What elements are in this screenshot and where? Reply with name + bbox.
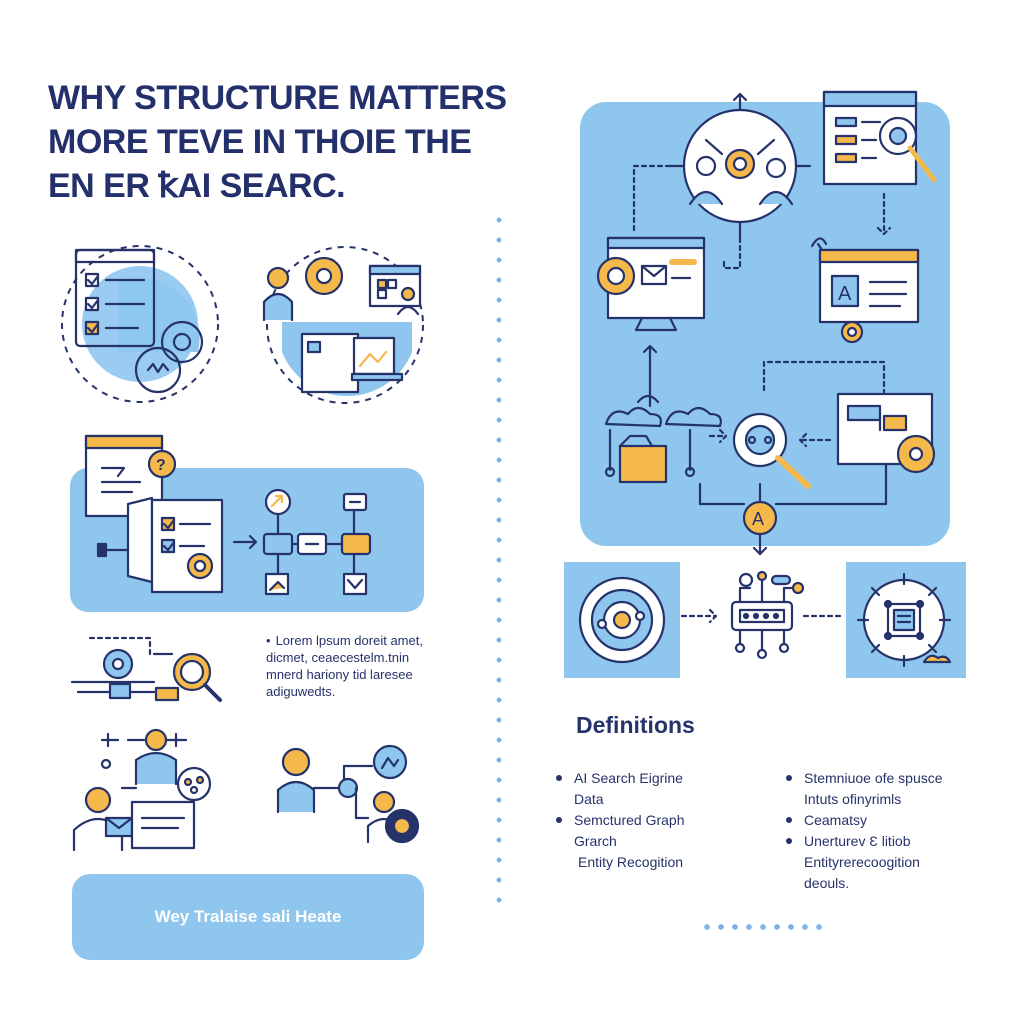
definition-item: Semctured Graph Grarch Entity Recogition: [556, 810, 756, 873]
lorem-paragraph: •Lorem lpsum doreit amet, dicmet, ceaece…: [266, 632, 466, 700]
people-collaboration-illustration: [72, 728, 212, 852]
definitions-left-list: AI Search Eigrine Data Semctured Graph G…: [556, 768, 756, 873]
definitions-right-list: Stemniuoe ofe spusce Intuts ofinyrimls C…: [786, 768, 996, 894]
ai-search-flow-diagram: A A: [596, 90, 937, 556]
analysis-illustration: [70, 636, 222, 702]
paragraph-line-2: dicmet, ceaecestelm.tnin: [266, 650, 410, 665]
paragraph-line-1: •Lorem lpsum doreit amet,: [266, 633, 423, 648]
definition-item: Stemniuoe ofe spusce Intuts ofinyrimls: [786, 768, 996, 810]
paragraph-line-3: mnerd hariony tid laresee: [266, 667, 413, 682]
circuit-chip-icon: [680, 570, 846, 660]
vertical-divider: [492, 210, 506, 910]
target-icon: [578, 576, 666, 664]
definition-item: AI Search Eigrine Data: [556, 768, 756, 810]
definitions-heading: Definitions: [576, 712, 695, 738]
svg-text:A: A: [752, 509, 764, 529]
definition-item: Ceamatsy: [786, 810, 996, 831]
title-line-1: WHY STRUCTURE MATTERS: [48, 79, 507, 117]
svg-text:?: ?: [156, 457, 166, 474]
document-frame-icon: [856, 572, 952, 668]
horizontal-divider: [700, 920, 826, 934]
page-title: WHY STRUCTURE MATTERS MORE TEVE IN THOIE…: [48, 76, 518, 208]
title-line-3: EN ER ꝁAI SEARC.: [48, 167, 346, 205]
workflow-illustration: ?: [84, 434, 372, 596]
checklist-gears-illustration: [61, 245, 219, 403]
svg-text:A: A: [838, 283, 852, 305]
team-collaboration-illustration: [262, 246, 424, 404]
cta-button[interactable]: Wey Tralaise sali Heate: [72, 874, 424, 960]
user-network-illustration: [276, 744, 420, 844]
paragraph-line-4: adiguwedts.: [266, 684, 336, 699]
definition-item: Unerturev Ɛ litiob Entityrerecoogition d…: [786, 831, 996, 894]
title-line-2: MORE TEVE IN THOIE THE: [48, 123, 472, 161]
cta-button-label: Wey Tralaise sali Heate: [154, 907, 342, 926]
